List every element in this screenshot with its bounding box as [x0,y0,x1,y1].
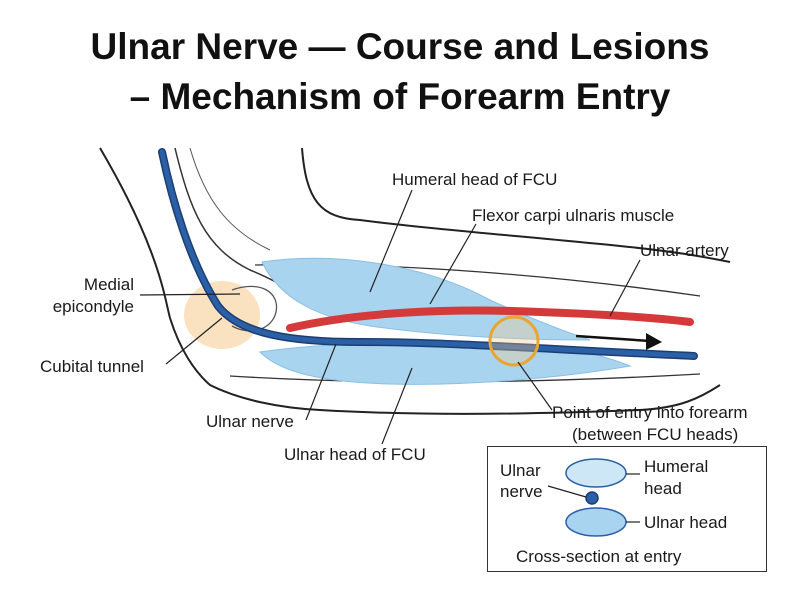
ulnar-nerve [159,149,697,359]
label-ulnar-nerve: Ulnar nerve [206,412,294,431]
leader-ulnar-nerve [305,343,337,421]
label-medial-epicondyle-line1: Medial [84,275,134,294]
title-line-1: Ulnar Nerve — Course and Lesions [90,26,710,67]
label-cubital-tunnel: Cubital tunnel [40,357,144,376]
leader-ulnar-artery [609,259,641,317]
inset-label-humeral-line1: Humeral [644,457,708,476]
label-ulnar-artery: Ulnar artery [640,241,729,260]
inset-ulnar-head-ellipse [565,507,627,537]
inset-ulnar-nerve-dot [585,491,599,505]
upper-arm-outline-posterior [99,147,721,415]
title-line-2: – Mechanism of Forearm Entry [129,76,671,117]
leader-medial-epicondyle [139,293,241,296]
label-fcu-muscle: Flexor carpi ulnaris muscle [472,206,674,225]
direction-arrow-shaft [575,334,651,343]
label-humeral-head-fcu: Humeral head of FCU [392,170,557,189]
upper-arm-outline-anterior [301,147,731,263]
direction-arrow-head [646,333,662,350]
label-entry-point-line2: (between FCU heads) [572,425,738,444]
leader-humeral-head [369,189,413,293]
humerus-bone-line-2 [189,147,271,251]
inset-label-nerve-line2: nerve [500,482,543,501]
inset-label-nerve-line1: Ulnar [500,461,541,480]
leader-entry-point [517,361,553,411]
inset-label-ulnar-head: Ulnar head [644,513,727,532]
leader-ulnar-head [381,367,413,445]
inset-humeral-head-ellipse [565,458,627,488]
inset-label-humeral-line2: head [644,479,682,498]
label-medial-epicondyle-line2: epicondyle [53,297,134,316]
label-entry-point-line1: Point of entry into forearm [552,403,748,422]
leader-fcu-muscle [429,223,477,305]
leader-cubital-tunnel [165,317,223,365]
label-ulnar-head-fcu: Ulnar head of FCU [284,445,426,464]
cross-section-inset-box [487,446,767,572]
inset-caption: Cross-section at entry [516,547,682,566]
entry-point-circle [488,315,540,367]
inset-leader-nerve [547,485,587,498]
ulnar-artery [286,306,694,332]
diagram-title: Ulnar Nerve — Course and Lesions – Mecha… [0,22,800,122]
fcu-humeral-head-muscle [261,257,591,341]
